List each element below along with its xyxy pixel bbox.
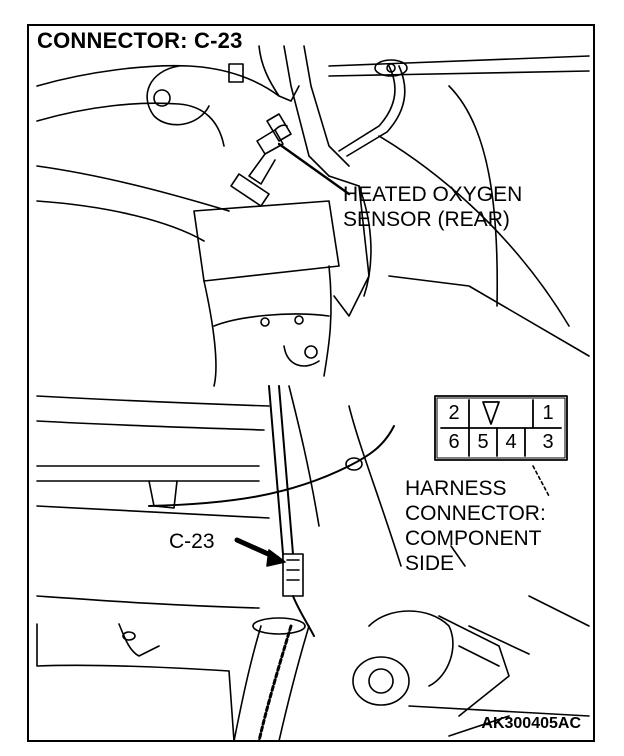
pin-label: 6 [448,431,460,453]
figure-code: AK300405AC [481,715,581,732]
diagram-frame: CONNECTOR: C-23 HEATED OXYGEN SENSOR (RE… [27,24,595,742]
lower-illustration [36,385,590,740]
pin-label: 2 [448,402,460,424]
upper-illustration [36,45,590,387]
sensor-callout: HEATED OXYGEN SENSOR (REAR) [343,183,523,231]
pin-diagram [434,395,568,461]
pin-label: 3 [542,431,554,453]
engine-illustration [36,45,590,740]
pin-label: 4 [505,431,517,453]
pin-label: 5 [477,431,489,453]
pin-label: 1 [542,402,554,424]
connector-callout: C-23 [169,530,215,553]
diagram-title: CONNECTOR: C-23 [37,28,243,53]
harness-callout: HARNESS CONNECTOR: COMPONENT SIDE [405,477,546,575]
